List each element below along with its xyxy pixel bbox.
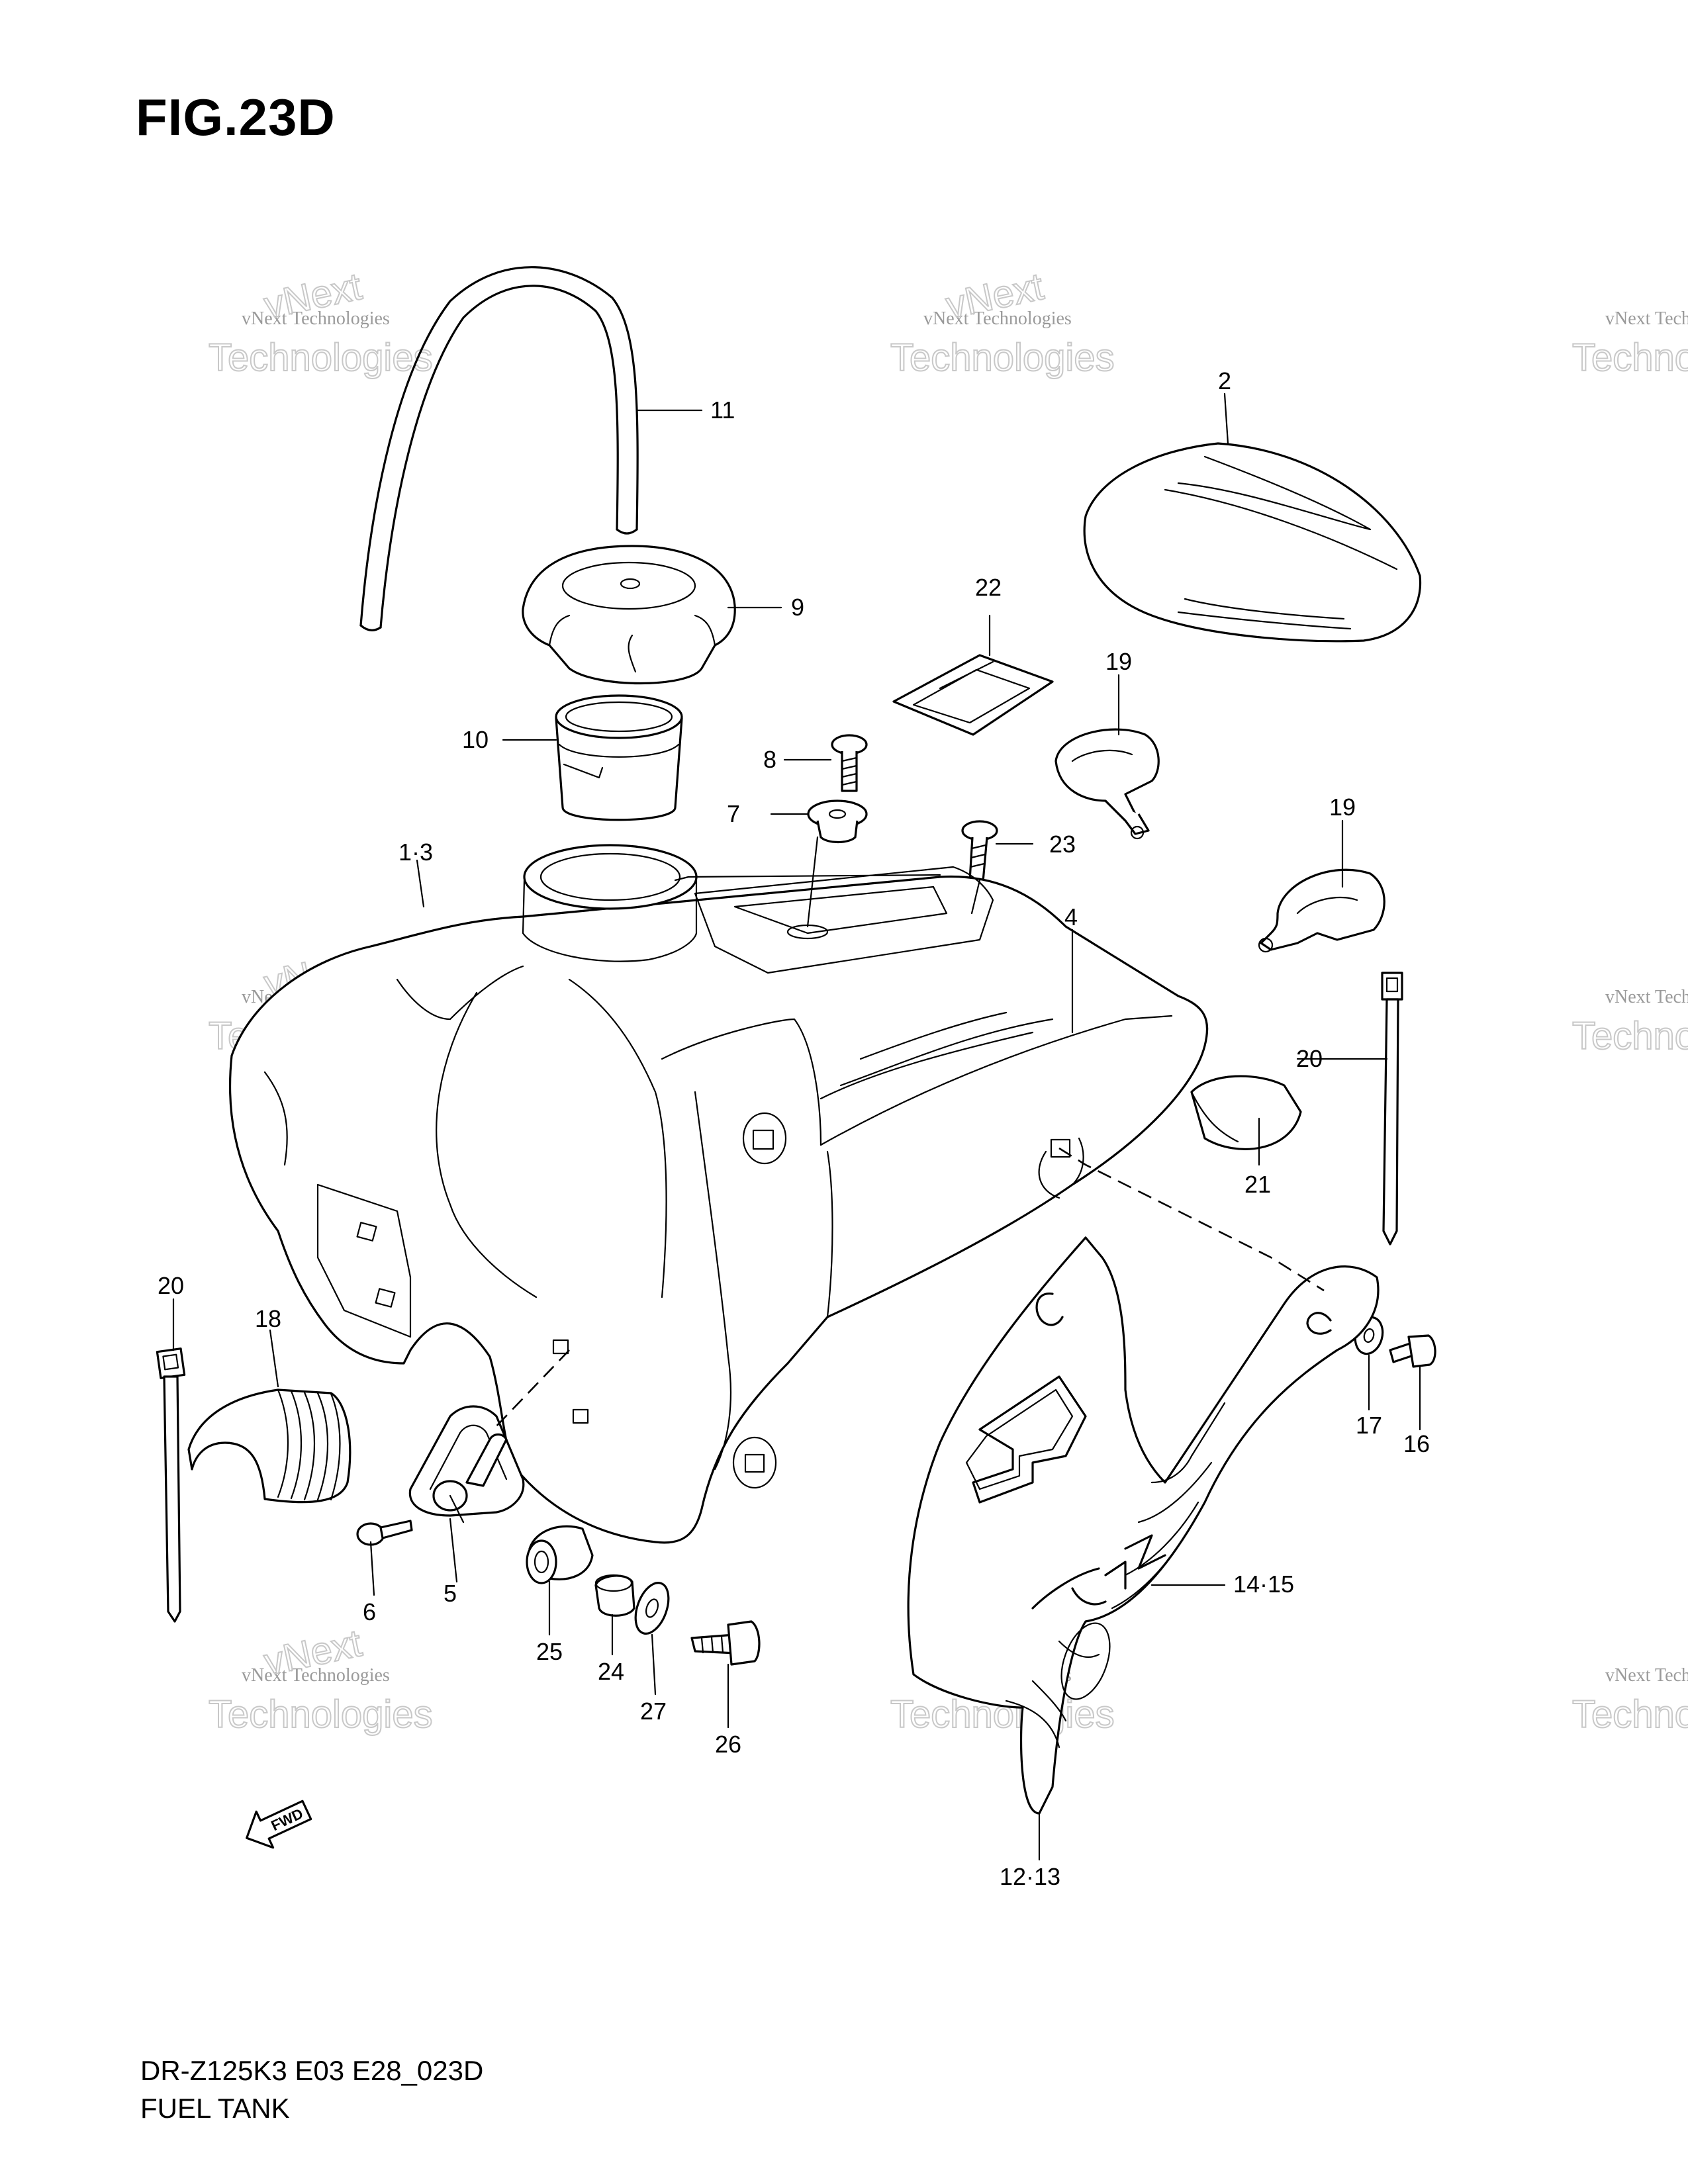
- part-1-3-fuel-tank: [228, 844, 1209, 1544]
- part-24-collar: [594, 1574, 635, 1617]
- svg-text:Technologies: Technologies: [890, 336, 1115, 379]
- svg-text:vNext Technologies: vNext Technologies: [1605, 308, 1688, 329]
- leader-lines: [172, 392, 1421, 1861]
- diagram-code: DR-Z125K3 E03 E28_023D: [140, 2055, 484, 2086]
- part-8-screw: [831, 734, 868, 792]
- callout-19b: 19: [1329, 794, 1356, 821]
- fwd-arrow-icon: FWD: [246, 1799, 312, 1849]
- callout-27: 27: [640, 1698, 667, 1725]
- part-16-bolt: [1389, 1334, 1436, 1368]
- part-9-fuel-cap: [522, 545, 736, 685]
- callout-12-13: 12·13: [1000, 1863, 1060, 1890]
- part-25-grommet: [526, 1525, 594, 1584]
- callout-7: 7: [727, 800, 740, 827]
- part-20-cable-tie-left: [156, 1347, 186, 1623]
- part-12-13-shroud: [907, 1236, 1380, 1815]
- svg-text:vNext Technologies: vNext Technologies: [1605, 1665, 1688, 1686]
- part-2-tank-pad: [1083, 442, 1422, 643]
- callout-10: 10: [462, 726, 489, 753]
- part-20-cable-tie-right: [1381, 972, 1403, 1246]
- callout-25: 25: [536, 1638, 563, 1665]
- watermark: vNext Technologies Technologies: [1571, 308, 1688, 380]
- callout-24: 24: [598, 1658, 624, 1685]
- callout-5: 5: [444, 1580, 457, 1607]
- diagram-name: FUEL TANK: [140, 2093, 290, 2124]
- part-6-screw: [356, 1520, 413, 1546]
- callout-17: 17: [1356, 1412, 1382, 1439]
- callout-19a: 19: [1105, 648, 1132, 675]
- callout-1-3: 1·3: [399, 839, 433, 866]
- callout-9: 9: [791, 594, 804, 621]
- svg-text:Technologies: Technologies: [1572, 336, 1688, 379]
- watermark: vNext Technologies Technologies vNext: [208, 1621, 434, 1737]
- part-10-strainer: [555, 694, 683, 821]
- svg-text:Technologies: Technologies: [209, 1693, 433, 1736]
- figure-title: FIG.23D: [136, 88, 336, 146]
- svg-text:vNext Technologies: vNext Technologies: [242, 308, 390, 329]
- callout-4: 4: [1064, 903, 1078, 931]
- watermark: vNext Technologies Technologies vNext: [890, 264, 1115, 380]
- callout-16: 16: [1403, 1430, 1430, 1457]
- svg-text:vNext Technologies: vNext Technologies: [923, 308, 1072, 329]
- svg-text:Technologies: Technologies: [1572, 1015, 1688, 1058]
- callout-6: 6: [363, 1598, 376, 1625]
- part-5-fuel-valve: [408, 1405, 525, 1524]
- part-26-bolt: [690, 1620, 761, 1666]
- part-27-washer: [634, 1582, 670, 1635]
- callout-14-15: 14·15: [1233, 1570, 1294, 1598]
- svg-text:vNext Technologies: vNext Technologies: [242, 1665, 390, 1686]
- part-23-screw: [961, 820, 998, 883]
- callout-2: 2: [1218, 367, 1231, 394]
- watermark: vNext Technologies Technologies vNext: [208, 264, 434, 380]
- part-21-cushion: [1190, 1075, 1302, 1150]
- callout-21: 21: [1244, 1171, 1271, 1198]
- part-19-clamp-upper: [1055, 728, 1160, 840]
- callout-20a: 20: [1296, 1045, 1323, 1072]
- callout-20b: 20: [158, 1272, 184, 1299]
- part-18-heat-protector: [187, 1388, 352, 1504]
- part-11-breather-hose: [359, 266, 639, 631]
- callout-22: 22: [975, 574, 1002, 601]
- part-7-washer: [807, 799, 868, 844]
- callout-26: 26: [715, 1731, 741, 1758]
- svg-text:Technologies: Technologies: [1572, 1693, 1688, 1736]
- svg-text:Technologies: Technologies: [209, 336, 433, 379]
- callout-labels: 1·3 2 4 5 6 7 8 9 10 11 12·13 14·15 16 1…: [158, 367, 1430, 1890]
- callout-8: 8: [763, 746, 776, 773]
- part-19-clamp-lower: [1258, 868, 1385, 953]
- svg-text:vNext Technologies: vNext Technologies: [1605, 987, 1688, 1007]
- callout-11: 11: [710, 396, 735, 424]
- callout-23: 23: [1049, 831, 1076, 858]
- watermark: vNext Technologies Technologies: [1571, 1665, 1688, 1737]
- part-22-rubber-strap: [892, 654, 1054, 736]
- watermark: vNext Technologies Technologies: [1571, 987, 1688, 1058]
- callout-18: 18: [255, 1305, 281, 1332]
